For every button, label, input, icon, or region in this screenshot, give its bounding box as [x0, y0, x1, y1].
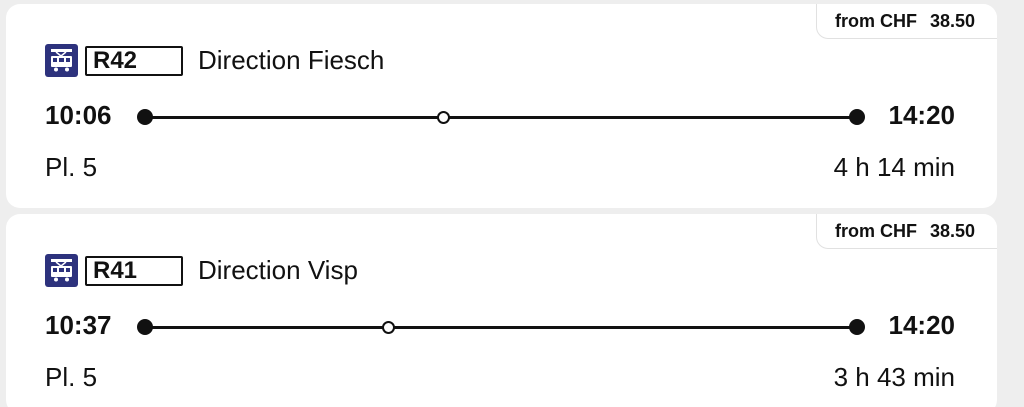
- price-amount: 38.50: [929, 220, 975, 241]
- departure-time: 10:37: [45, 310, 112, 340]
- price-amount: 38.50: [929, 10, 975, 31]
- intermediate-stop-dot: [382, 321, 395, 334]
- connection-card[interactable]: from CHF 38.50 R42 Direction Fiesch 10:06: [6, 4, 997, 208]
- line-info: R42 Direction Fiesch: [45, 44, 384, 77]
- arrival-time: 14:20: [888, 100, 956, 130]
- direction-label: Direction Visp: [198, 255, 358, 285]
- arrival-time: 14:20: [888, 310, 956, 340]
- platform-label: Pl. 5: [45, 152, 98, 182]
- journey-timeline: [137, 319, 865, 335]
- duration-label: 4 h 14 min: [833, 152, 955, 182]
- arrival-dot: [849, 109, 865, 125]
- train-icon: [45, 254, 78, 287]
- platform-label: Pl. 5: [45, 362, 98, 392]
- line-badge: R42: [85, 45, 183, 76]
- departure-time: 10:06: [45, 100, 112, 130]
- connection-card[interactable]: from CHF 38.50 R41 Direction Visp 10:37: [6, 214, 997, 407]
- line-info: R41 Direction Visp: [45, 254, 358, 287]
- train-icon: [45, 44, 78, 77]
- price-prefix: from CHF: [834, 10, 917, 31]
- journey-timeline: [137, 109, 865, 125]
- price-tag: from CHF 38.50: [815, 4, 997, 39]
- line-badge: R41: [85, 255, 183, 286]
- price-prefix: from CHF: [834, 220, 917, 241]
- departure-dot: [137, 109, 153, 125]
- timeline-bar: [145, 326, 857, 329]
- duration-label: 3 h 43 min: [833, 362, 955, 392]
- intermediate-stop-dot: [437, 111, 450, 124]
- direction-label: Direction Fiesch: [198, 45, 385, 75]
- timeline-bar: [145, 116, 857, 119]
- arrival-dot: [849, 319, 865, 335]
- departure-dot: [137, 319, 153, 335]
- price-tag: from CHF 38.50: [815, 214, 997, 249]
